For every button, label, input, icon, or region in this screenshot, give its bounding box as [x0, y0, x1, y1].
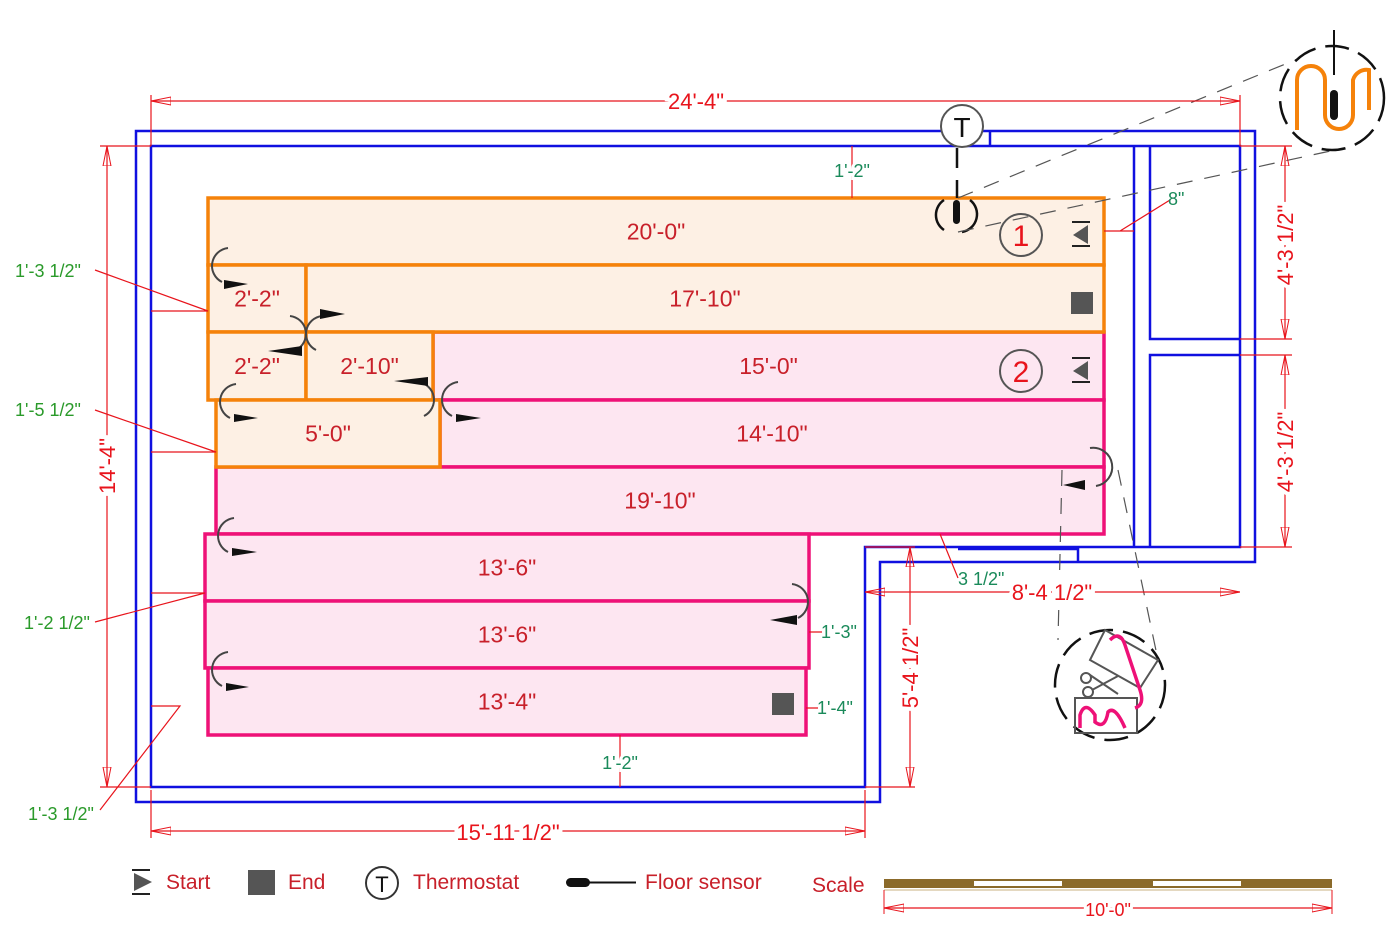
start-icon [1072, 221, 1090, 247]
turn-arc [305, 315, 323, 351]
zone-1-marker: 1 [999, 213, 1043, 257]
dim-top: 24'-4" [668, 89, 724, 114]
turn-arc [441, 381, 459, 417]
direction-markers [211, 247, 1114, 687]
detail-callout-lines [957, 57, 1336, 661]
mat-length-label: 20'-0" [627, 219, 686, 245]
arrow-icon [234, 414, 258, 422]
legend-thermostat: Thermostat [413, 871, 519, 894]
arrow-icon [770, 615, 797, 625]
mat-length-label: 19'-10" [624, 488, 695, 514]
turn-arc [211, 651, 229, 687]
thermostat-symbol: T [953, 112, 970, 143]
scale-bar: 10'-0" [883, 879, 1333, 923]
dimension-labels: 24'-4" 14'-4" 15'-11 1/2" 4'-3 1/2" 4'-3… [15, 85, 1302, 849]
door-bottom [958, 547, 1080, 562]
turn-arc [217, 517, 235, 553]
zone-1-label: 1 [1013, 220, 1030, 253]
arrow-icon [1063, 480, 1085, 490]
mat-zone-1 [304, 330, 435, 402]
offset-bottom: 1'-2" [602, 753, 638, 773]
turn-arc [219, 383, 237, 419]
end-icon [772, 693, 794, 715]
end-icon [1071, 292, 1093, 314]
arrow-icon [268, 346, 302, 356]
mat-length-label: 5'-0" [305, 421, 351, 447]
dim-right-upper: 4'-3 1/2" [1273, 205, 1298, 286]
legend-floor-sensor-icon [566, 878, 636, 887]
legend: Start End T Thermostat Floor sensor Scal… [132, 866, 1333, 923]
scale-length: 10'-0" [1085, 900, 1131, 920]
offset-top: 1'-2" [834, 161, 870, 181]
arrow-icon [394, 377, 428, 386]
offset-notch-gap: 3 1/2" [958, 569, 1004, 589]
dim-right-lower: 4'-3 1/2" [1273, 412, 1298, 493]
mat-length-label: 15'-0" [739, 353, 798, 379]
zone-2-marker: 2 [999, 349, 1043, 393]
mat-length-label: 13'-6" [478, 622, 537, 648]
mat-zone-1 [214, 398, 442, 469]
mat-length-label: 14'-10" [736, 421, 807, 447]
mat-zone-2 [214, 465, 1106, 536]
dim-left: 14'-4" [95, 438, 120, 494]
partition-wall [1132, 146, 1240, 547]
mat-length-label: 2'-2" [234, 353, 280, 379]
mat-length-label: 17'-10" [669, 286, 740, 312]
mat-cut-detail-icon [1053, 628, 1167, 742]
scissors-icon [1080, 672, 1119, 698]
offset-right: 8" [1168, 189, 1184, 209]
mat-length-label: 2'-10" [340, 353, 399, 379]
turn-arc [1089, 446, 1114, 487]
arrow-icon [224, 280, 248, 289]
outer-wall [134, 129, 1257, 804]
offset-row8: 1'-4" [817, 698, 853, 718]
mat-zone-2 [203, 599, 811, 670]
arrow-icon [226, 683, 249, 691]
heating-mats: 20'-0" 2'-2" 17'-10" 2'-2" 2'-10" 15'-0" 5'-0"… [203, 196, 1106, 737]
legend-floor-sensor: Floor sensor [645, 871, 762, 894]
mat-length-label: 13'-4" [478, 689, 537, 715]
zone-2-label: 2 [1013, 356, 1030, 389]
legend-end-icon [248, 870, 275, 895]
direction-arrows [224, 280, 1085, 691]
legend-end: End [288, 871, 325, 894]
legend-scale: Scale [812, 874, 865, 897]
offset-left-1: 1'-3 1/2" [15, 261, 81, 281]
legend-thermostat-symbol: T [375, 872, 388, 897]
sensor-detail-icon [1278, 30, 1386, 152]
start-icon [1072, 357, 1090, 383]
offset-row7: 1'-3" [821, 622, 857, 642]
mat-length-label: 13'-6" [478, 555, 537, 581]
arrow-icon [456, 414, 481, 422]
dim-notch-height: 5'-4 1/2" [898, 628, 923, 709]
dim-bottom: 15'-11 1/2" [456, 820, 559, 845]
legend-thermostat-icon [365, 866, 399, 900]
mat-zone-2 [206, 666, 808, 737]
dim-notch-width: 8'-4 1/2" [1012, 580, 1093, 605]
offset-left-3: 1'-2 1/2" [24, 613, 90, 633]
arrow-icon [320, 309, 345, 319]
mat-zone-1 [304, 263, 1106, 334]
turn-arc [791, 583, 809, 619]
offset-left-2: 1'-5 1/2" [15, 400, 81, 420]
mat-zone-2 [438, 398, 1106, 469]
legend-start-icon [132, 869, 152, 895]
turn-arc [211, 247, 229, 283]
thermostat-icon: T [940, 104, 984, 198]
dimension-lines [94, 95, 1292, 838]
arrow-icon [232, 548, 257, 556]
offset-left-4: 1'-3 1/2" [28, 804, 94, 824]
legend-start: Start [166, 871, 211, 894]
mat-length-label: 2'-2" [234, 286, 280, 312]
